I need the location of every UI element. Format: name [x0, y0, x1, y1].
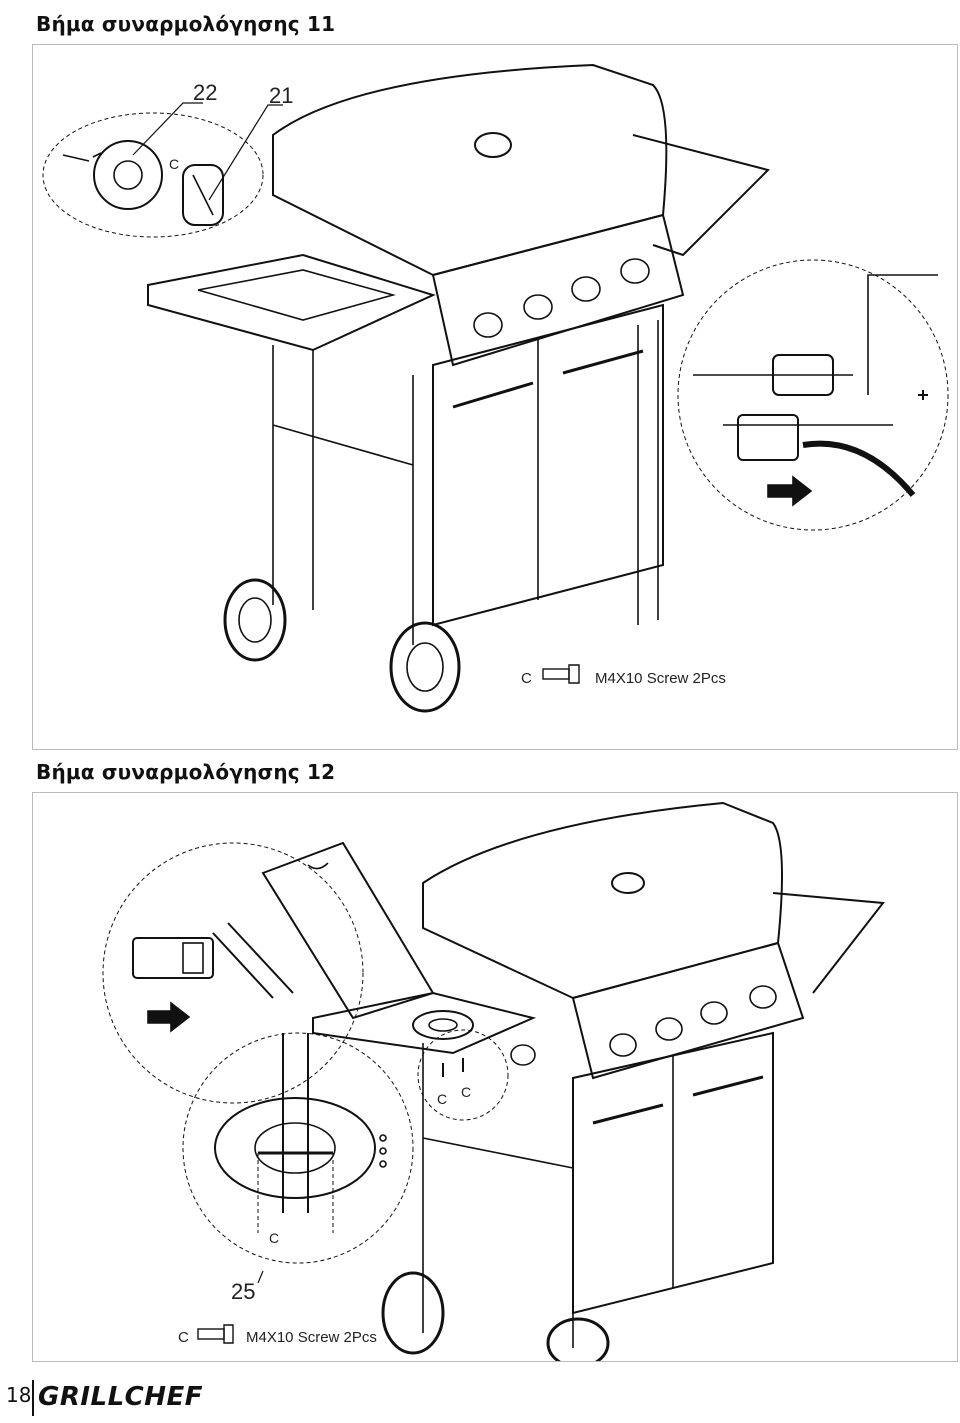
detail-circle-knob: [42, 112, 264, 238]
footer-divider: [32, 1380, 34, 1416]
side-burner-shelf: [147, 253, 436, 352]
side-burner: [412, 1010, 474, 1040]
control-knobs-12: [609, 985, 777, 1057]
wheel-front: [389, 621, 461, 713]
detail-circle-valve: [677, 259, 949, 531]
step-12-panel: C C C 25 C M4X10 Screw 2Pcs: [32, 792, 958, 1362]
step-12-title: Βήμα συναρμολόγησης 12: [36, 760, 336, 784]
wheel-left: [223, 578, 287, 662]
detail-circle-burner: [182, 1032, 414, 1264]
grill-lid: [272, 63, 668, 277]
step-11-title: Βήμα συναρμολόγησης 11: [36, 12, 336, 36]
direction-arrow-12: [147, 1001, 191, 1033]
wheel-front-12: [381, 1271, 445, 1355]
direction-arrow: [767, 475, 813, 507]
detail-circle-screws: [417, 1029, 509, 1121]
detail-circle-side-knob: [102, 842, 364, 1104]
step-11-illustration: [42, 63, 949, 713]
page-number: 18: [6, 1383, 32, 1407]
step-11-panel: 22 21 C C M4X10 Screw 2Pcs: [32, 44, 958, 750]
brand-logo: GRILLCHEF: [38, 1382, 204, 1412]
control-knobs: [473, 258, 650, 338]
step-12-illustration: [102, 801, 885, 1361]
